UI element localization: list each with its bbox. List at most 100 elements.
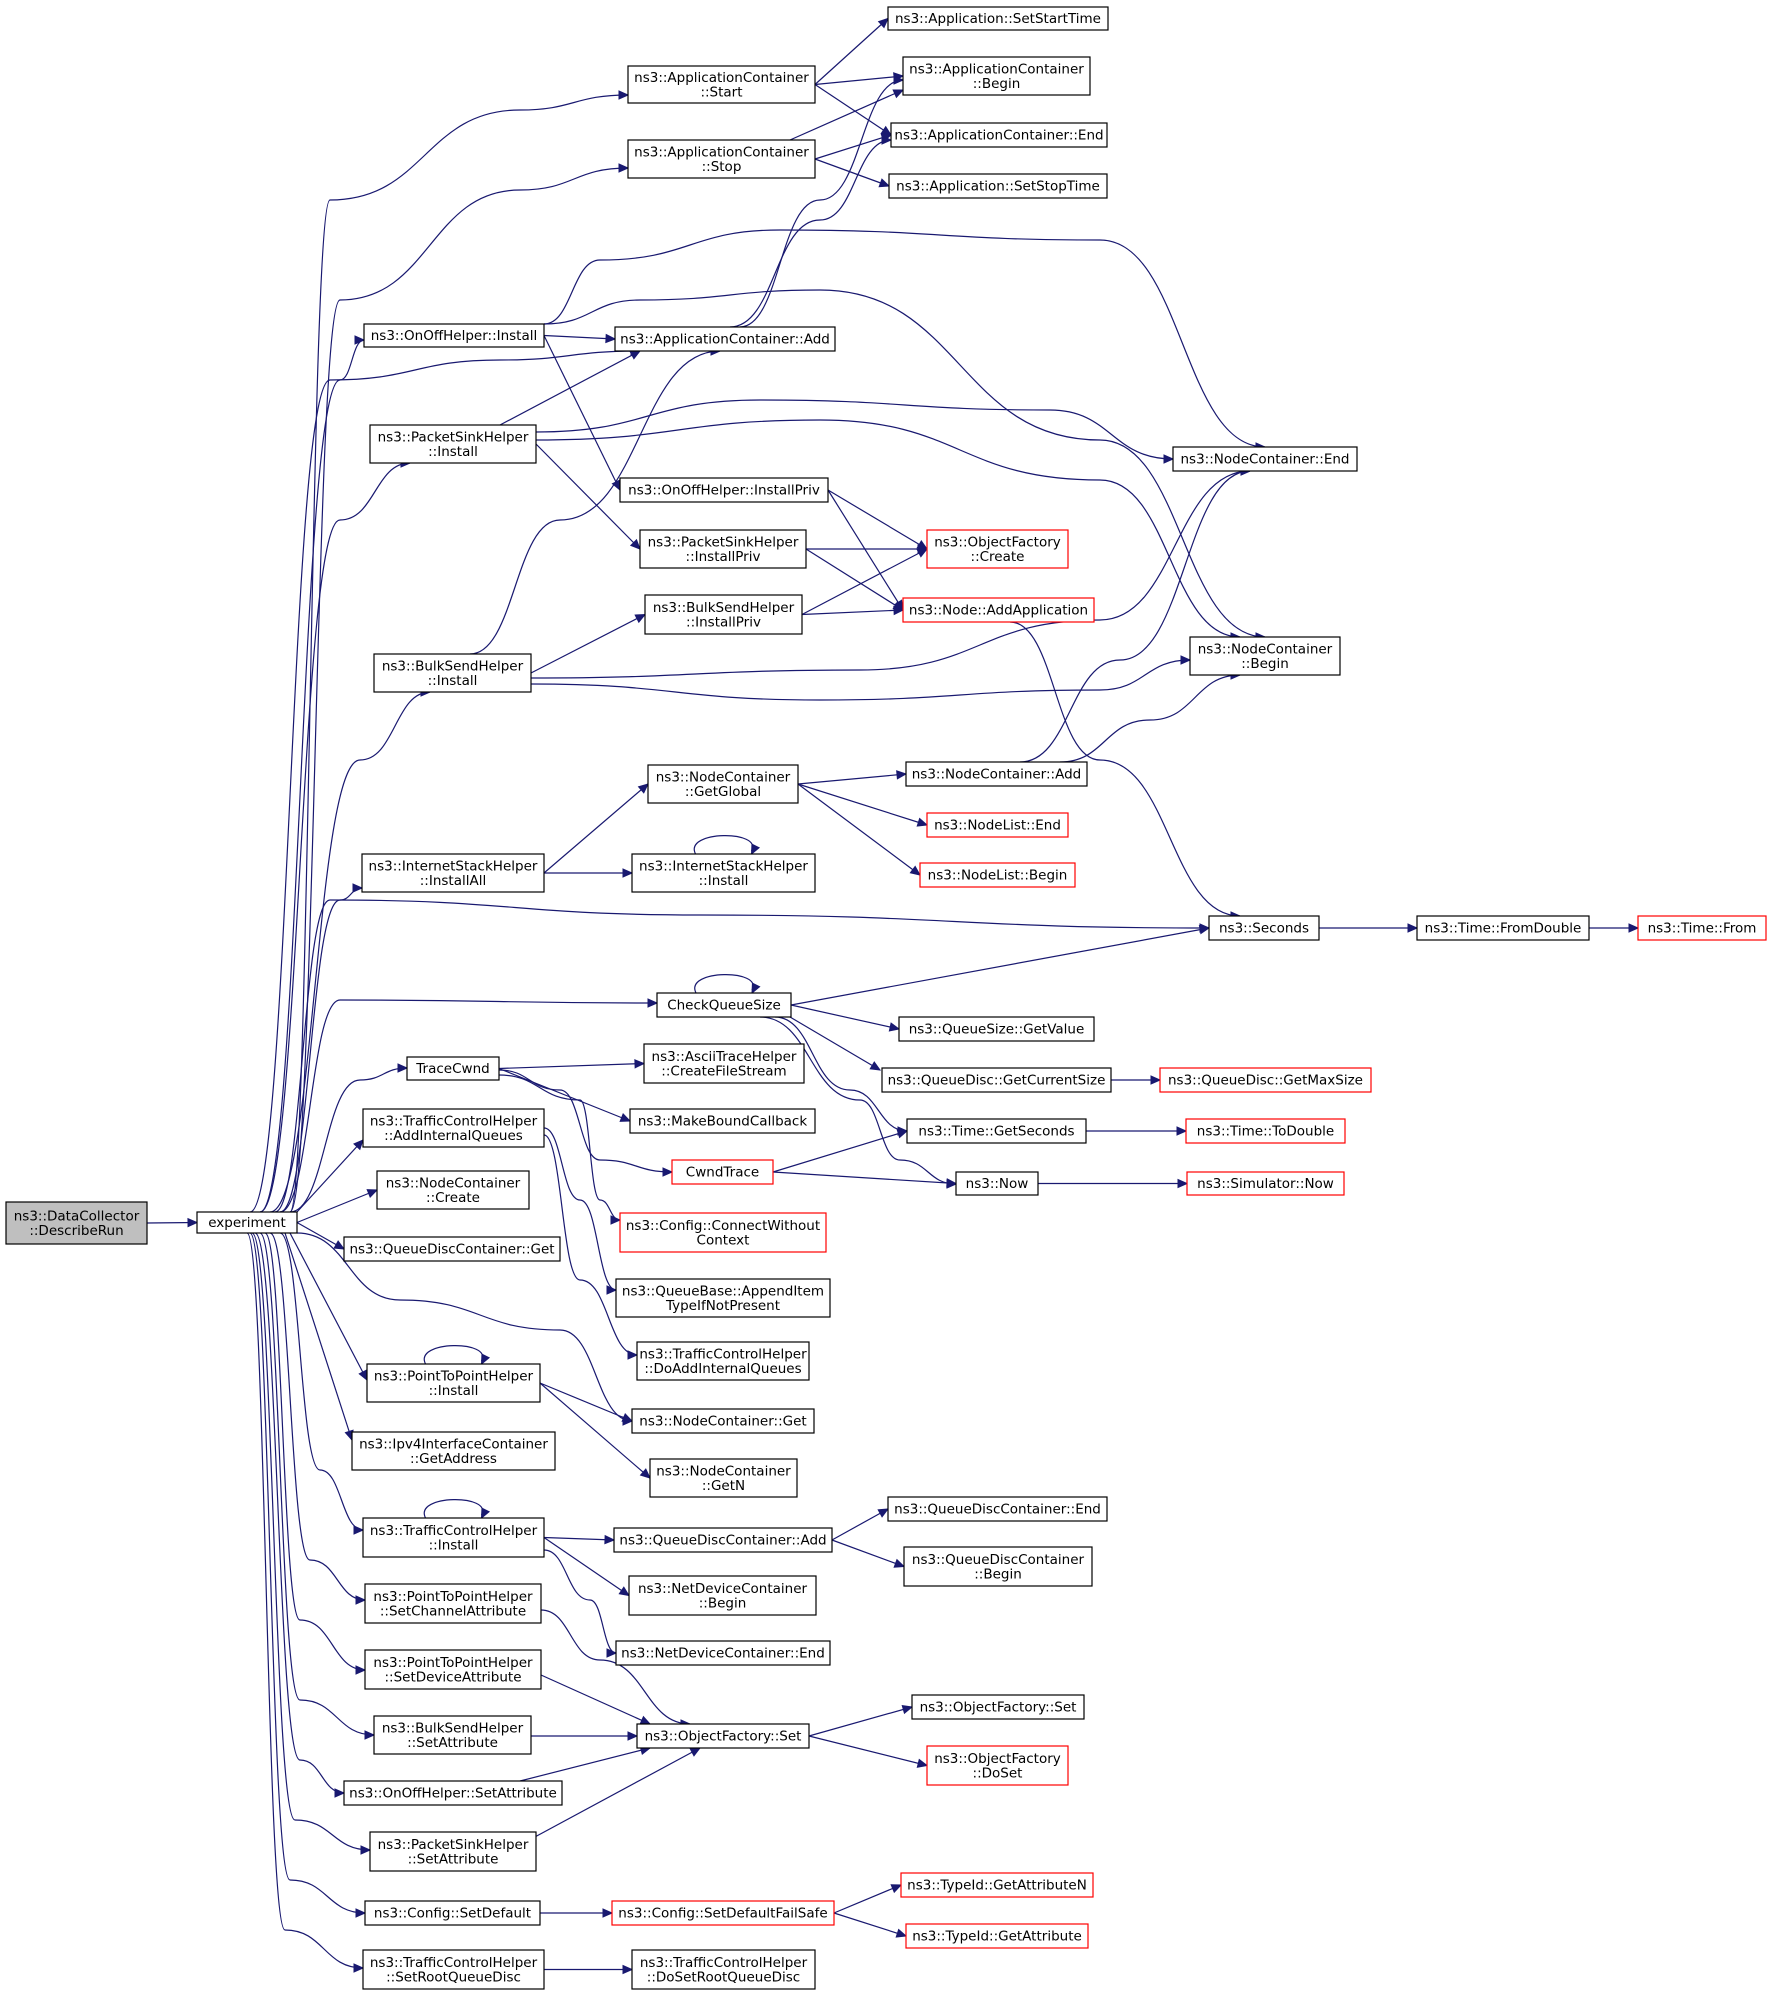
edge-line <box>759 1016 957 1185</box>
node-label: ns3::TrafficControlHelper <box>370 1955 538 1971</box>
edge-line <box>827 489 928 550</box>
node-qdcEnd[interactable]: ns3::QueueDiscContainer::End <box>887 1496 1108 1522</box>
node-ofSet2[interactable]: ns3::ObjectFactory::Set <box>636 1723 810 1749</box>
node-ofCreate[interactable]: ns3::ObjectFactory::Create <box>926 529 1069 569</box>
node-box <box>373 653 532 693</box>
node-tidGetAttrN[interactable]: ns3::TypeId::GetAttributeN <box>900 1872 1094 1898</box>
node-label: ::SetAttribute <box>408 1851 499 1867</box>
node-ipv4GetAddr[interactable]: ns3::Ipv4InterfaceContainer::GetAddress <box>351 1431 556 1471</box>
node-label: ns3::Simulator::Now <box>1197 1176 1334 1192</box>
node-ncCreate[interactable]: ns3::NodeContainer::Create <box>376 1170 530 1210</box>
node-tidGetAttr[interactable]: ns3::TypeId::GetAttribute <box>905 1923 1089 1949</box>
node-onoffSetAttr[interactable]: ns3::OnOffHelper::SetAttribute <box>343 1780 563 1806</box>
node-timeFrom[interactable]: ns3::Time::From <box>1637 915 1767 941</box>
node-acStart[interactable]: ns3::ApplicationContainer::Start <box>627 65 816 104</box>
node-p2pSetChannel[interactable]: ns3::PointToPointHelper::SetChannelAttri… <box>364 1583 542 1624</box>
node-configSetDefault[interactable]: ns3::Config::SetDefault <box>364 1900 541 1926</box>
node-bsSetAttr[interactable]: ns3::BulkSendHelper::SetAttribute <box>373 1715 532 1755</box>
node-acStop[interactable]: ns3::ApplicationContainer::Stop <box>627 139 816 179</box>
node-nlBegin[interactable]: ns3::NodeList::Begin <box>919 862 1076 888</box>
node-qdGetCurrent[interactable]: ns3::QueueDisc::GetCurrentSize <box>881 1067 1112 1093</box>
node-tchAddInternal[interactable]: ns3::TrafficControlHelper::AddInternalQu… <box>362 1108 545 1148</box>
edge-line <box>774 1016 908 1132</box>
node-checkQueue[interactable]: CheckQueueSize <box>656 992 792 1018</box>
node-qdGetMax[interactable]: ns3::QueueDisc::GetMaxSize <box>1159 1067 1372 1093</box>
node-tchDoSetRoot[interactable]: ns3::TrafficControlHelper::DoSetRootQueu… <box>631 1949 816 1990</box>
node-box <box>362 1108 545 1148</box>
node-ncAdd[interactable]: ns3::NodeContainer::Add <box>905 761 1088 787</box>
node-qdcBegin[interactable]: ns3::QueueDiscContainer::Begin <box>903 1546 1093 1587</box>
node-ncGetGlobal[interactable]: ns3::NodeContainer::GetGlobal <box>647 764 799 804</box>
edge-line <box>519 1747 651 1782</box>
edge-onoffInstallPriv-to-ofCreate <box>827 489 929 550</box>
node-ndcBegin[interactable]: ns3::NetDeviceContainer::Begin <box>628 1575 817 1616</box>
node-box <box>364 1900 541 1926</box>
node-p2pInstall[interactable]: ns3::PointToPointHelper::Install <box>366 1363 541 1403</box>
node-timeFromDouble[interactable]: ns3::Time::FromDouble <box>1416 915 1590 941</box>
node-cwndTrace[interactable]: CwndTrace <box>671 1159 774 1185</box>
edge-line <box>498 1067 631 1122</box>
node-acBegin[interactable]: ns3::ApplicationContainer::Begin <box>902 56 1091 96</box>
node-ofSet[interactable]: ns3::ObjectFactory::Set <box>911 1694 1085 1720</box>
node-simNow[interactable]: ns3::Simulator::Now <box>1186 1171 1345 1196</box>
node-ncEnd[interactable]: ns3::NodeContainer::End <box>1172 446 1358 472</box>
arrowhead <box>893 1558 906 1568</box>
node-onoffInstallPriv[interactable]: ns3::OnOffHelper::InstallPriv <box>619 477 829 503</box>
node-nlEnd[interactable]: ns3::NodeList::End <box>926 812 1069 838</box>
node-qdcGet[interactable]: ns3::QueueDiscContainer::Get <box>343 1236 561 1262</box>
node-timeToDouble[interactable]: ns3::Time::ToDouble <box>1185 1118 1346 1144</box>
edge-experiment-to-tchAddInternal <box>296 1139 364 1213</box>
node-psInstallPriv[interactable]: ns3::PacketSinkHelper::InstallPriv <box>639 529 807 569</box>
node-now[interactable]: ns3::Now <box>955 1171 1039 1196</box>
node-box <box>631 1408 815 1434</box>
node-label: ns3::NetDeviceContainer::End <box>621 1646 825 1662</box>
node-acAdd[interactable]: ns3::ApplicationContainer::Add <box>614 326 836 352</box>
node-label: ns3::OnOffHelper::SetAttribute <box>349 1786 557 1802</box>
node-label: ns3::TrafficControlHelper <box>639 1346 807 1362</box>
node-appSetStop[interactable]: ns3::Application::SetStopTime <box>888 173 1108 199</box>
node-timeGetSeconds[interactable]: ns3::Time::GetSeconds <box>906 1118 1087 1144</box>
node-box <box>900 1872 1094 1898</box>
node-seconds[interactable]: ns3::Seconds <box>1208 915 1320 941</box>
node-configSetDefaultFS[interactable]: ns3::Config::SetDefaultFailSafe <box>611 1900 835 1926</box>
node-qbAppend[interactable]: ns3::QueueBase::AppendItemTypeIfNotPrese… <box>615 1278 831 1318</box>
node-label: ns3::ApplicationContainer <box>909 61 1084 77</box>
node-ndcEnd[interactable]: ns3::NetDeviceContainer::End <box>615 1640 831 1666</box>
node-appSetStart[interactable]: ns3::Application::SetStartTime <box>887 6 1109 31</box>
edge-line <box>833 1884 902 1914</box>
node-label: ns3::PacketSinkHelper <box>648 534 799 550</box>
node-tchDoAdd[interactable]: ns3::TrafficControlHelper::DoAddInternal… <box>636 1341 810 1381</box>
node-ishInstall[interactable]: ns3::InternetStackHelper::Install <box>631 853 816 893</box>
node-ofDoSet[interactable]: ns3::ObjectFactory::DoSet <box>926 1745 1069 1786</box>
node-experiment[interactable]: experiment <box>196 1211 298 1234</box>
node-nodeAddApp[interactable]: ns3::Node::AddApplication <box>902 597 1095 623</box>
arrowhead <box>895 1928 908 1938</box>
node-tchSetRoot[interactable]: ns3::TrafficControlHelper::SetRootQueueD… <box>362 1949 545 1990</box>
node-bsInstall[interactable]: ns3::BulkSendHelper::Install <box>373 653 532 693</box>
node-acEnd[interactable]: ns3::ApplicationContainer::End <box>890 122 1108 148</box>
node-makeBound[interactable]: ns3::MakeBoundCallback <box>629 1108 816 1134</box>
node-ncBegin[interactable]: ns3::NodeContainer::Begin <box>1189 636 1341 676</box>
node-ncGetN[interactable]: ns3::NodeContainer::GetN <box>649 1458 798 1498</box>
node-describe[interactable]: ns3::DataCollector::DescribeRun <box>5 1201 148 1245</box>
node-bsInstallPriv[interactable]: ns3::BulkSendHelper::InstallPriv <box>644 594 803 635</box>
node-ncGet[interactable]: ns3::NodeContainer::Get <box>631 1408 815 1434</box>
node-qdcAdd[interactable]: ns3::QueueDiscContainer::Add <box>613 1527 833 1553</box>
node-qsGetValue[interactable]: ns3::QueueSize::GetValue <box>898 1016 1095 1042</box>
node-athCreate[interactable]: ns3::AsciiTraceHelper::CreateFileStream <box>643 1043 805 1084</box>
arrowhead <box>1150 1075 1162 1085</box>
node-box <box>619 477 829 503</box>
node-label: ns3::QueueBase::AppendItem <box>622 1283 824 1299</box>
node-ishInstallAll[interactable]: ns3::InternetStackHelper::InstallAll <box>361 853 545 893</box>
node-onoffInstall[interactable]: ns3::OnOffHelper::Install <box>363 323 545 348</box>
node-psInstall[interactable]: ns3::PacketSinkHelper::Install <box>369 424 537 464</box>
node-psSetAttr[interactable]: ns3::PacketSinkHelper::SetAttribute <box>369 1831 537 1872</box>
node-tchInstall[interactable]: ns3::TrafficControlHelper::Install <box>362 1517 545 1558</box>
node-traceCwnd[interactable]: TraceCwnd <box>406 1056 500 1081</box>
edge-traceCwnd-to-makeBound <box>498 1067 632 1122</box>
node-p2pSetDevice[interactable]: ns3::PointToPointHelper::SetDeviceAttrib… <box>364 1649 542 1690</box>
node-label: ::AddInternalQueues <box>384 1128 523 1144</box>
node-box <box>955 1171 1039 1196</box>
